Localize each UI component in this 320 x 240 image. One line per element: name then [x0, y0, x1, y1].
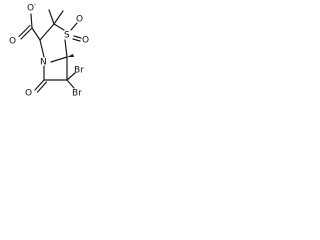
bond-c2-n: [39, 39, 45, 58]
atom-bromine-upper: Br: [74, 66, 84, 76]
bond-c3-methyl-b: [53, 10, 64, 25]
molecule-structure: O - O S O O N Br Br O: [9, 2, 89, 99]
atom-o-lactam: O: [25, 89, 32, 99]
stereo-wedge: [67, 54, 74, 57]
bond-c7-o-lactam-2: [36, 81, 48, 93]
bond-c2-c-carboxyl: [31, 27, 41, 41]
atom-o-carboxylate-top: O: [27, 4, 34, 14]
bond-c-carboxyl-o-bottom-1: [20, 27, 33, 40]
bond-s-o-right-1: [73, 35, 82, 39]
atom-bromine-lower: Br: [72, 89, 82, 99]
bond-c3-methyl-a: [48, 9, 55, 25]
bond-c6-br-lower: [66, 79, 75, 89]
bond-c3-s: [53, 23, 65, 31]
bond-c7-o-lactam-1: [34, 79, 45, 91]
charge-carboxylate: -: [34, 2, 36, 9]
atom-nitrogen: N: [40, 58, 47, 68]
atom-o-sulfone-up: O: [76, 15, 83, 25]
bond-c2-c3: [39, 23, 55, 41]
bond-s-o-up: [70, 22, 78, 31]
bond-c-carboxyl-o-top: [30, 13, 33, 29]
bond-c6-br-upper: [66, 72, 76, 81]
bond-n-c5: [50, 56, 68, 63]
bond-c-carboxyl-o-bottom-2: [18, 24, 31, 38]
atom-o-carboxylate-bottom: O: [9, 37, 16, 47]
atom-sulfur: S: [64, 31, 70, 41]
atom-o-sulfone-right: O: [82, 36, 89, 46]
bond-s-o-right-2: [72, 38, 81, 42]
bond-s-c5: [64, 39, 68, 58]
